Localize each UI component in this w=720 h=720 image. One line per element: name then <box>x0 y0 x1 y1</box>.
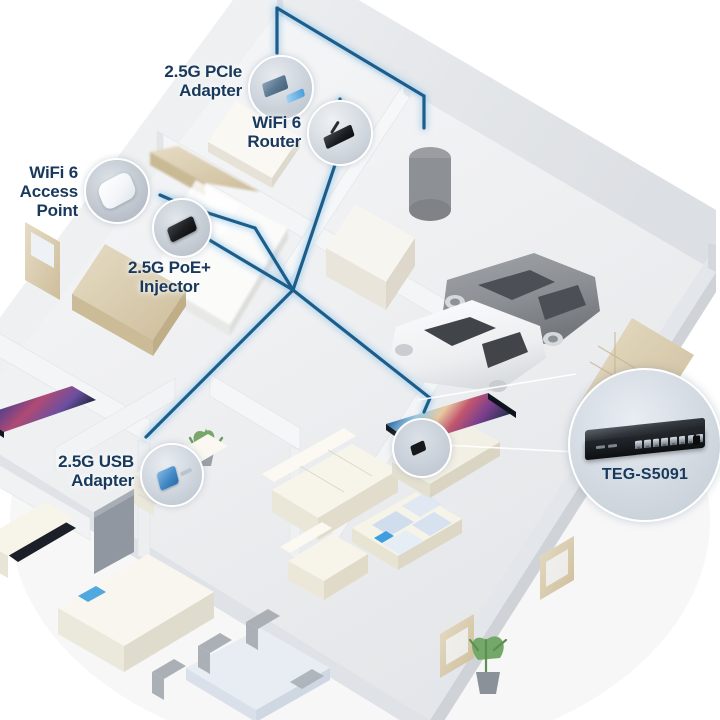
callout-wifi6-access-point[interactable] <box>84 158 150 224</box>
pcie-bracket <box>285 88 305 105</box>
dining-chairs <box>152 609 324 700</box>
switch-port-3 <box>652 438 660 448</box>
armchair <box>280 522 368 600</box>
network-line-1 <box>275 6 426 98</box>
label-pcie-adapter: 2.5G PCIe Adapter <box>164 62 242 101</box>
interior-door-panel <box>94 489 134 574</box>
coffee-table <box>352 492 462 570</box>
switch-port-2 <box>644 439 651 449</box>
label-wifi6-router: WiFi 6 Router <box>247 113 301 152</box>
garage <box>326 147 694 442</box>
usb-adapter-icon <box>142 445 202 505</box>
network-line-12 <box>422 396 432 414</box>
label-poe-injector: 2.5G PoE+ Injector <box>128 258 211 297</box>
callout-usb-adapter[interactable] <box>140 443 204 507</box>
sofa-small <box>0 502 74 578</box>
switch-port-1 <box>635 440 642 450</box>
office-furniture <box>208 101 300 188</box>
poe-injector-body <box>166 215 198 243</box>
network-line-4 <box>291 148 342 292</box>
usb-connector <box>179 467 192 476</box>
network-line-10 <box>144 423 160 439</box>
desk <box>208 101 300 188</box>
network-line-9 <box>156 288 295 427</box>
sofa <box>262 428 398 540</box>
pcie-adapter-icon <box>250 57 312 119</box>
switch-device-body <box>409 440 426 456</box>
tv-switch-icon <box>394 420 450 476</box>
access-point-icon <box>86 160 148 222</box>
switch-port-5 <box>670 436 677 446</box>
cabinet <box>326 204 415 310</box>
wifi-router-icon <box>309 102 371 164</box>
network-line-11 <box>291 288 432 400</box>
network-switch-graphic <box>585 417 705 461</box>
car-white <box>390 300 546 392</box>
callout-poe-injector[interactable] <box>152 198 212 258</box>
callout-wifi6-router[interactable] <box>307 100 373 166</box>
bed-secondary <box>58 554 214 672</box>
switch-port-6 <box>678 435 686 445</box>
switch-model-label: TEG-S5091 <box>601 466 689 483</box>
wall-tv <box>0 386 96 438</box>
window-1 <box>540 536 574 600</box>
router-body <box>322 123 355 150</box>
door <box>25 222 60 300</box>
usb-adapter-body <box>156 464 180 492</box>
switch-port-4 <box>661 437 668 447</box>
water-tank <box>409 147 451 221</box>
callout-tv-switch-spot[interactable] <box>392 418 452 478</box>
label-wifi6-access-point: WiFi 6 Access Point <box>19 163 79 221</box>
switch-power-port <box>693 434 701 445</box>
exterior-plant <box>468 636 508 694</box>
callout-pcie-adapter[interactable] <box>248 55 314 121</box>
network-line-5 <box>253 226 295 292</box>
window-2 <box>440 614 474 678</box>
wall-tv-2 <box>4 520 76 562</box>
switch-led-indicators <box>595 444 617 449</box>
switch-magnifier-callout[interactable]: TEG-S5091 <box>568 368 720 522</box>
dresser <box>72 244 186 356</box>
label-usb-adapter: 2.5G USB Adapter <box>58 452 134 491</box>
poe-injector-icon <box>154 200 210 256</box>
access-point-body <box>95 169 139 213</box>
pcie-card-body <box>261 74 288 97</box>
